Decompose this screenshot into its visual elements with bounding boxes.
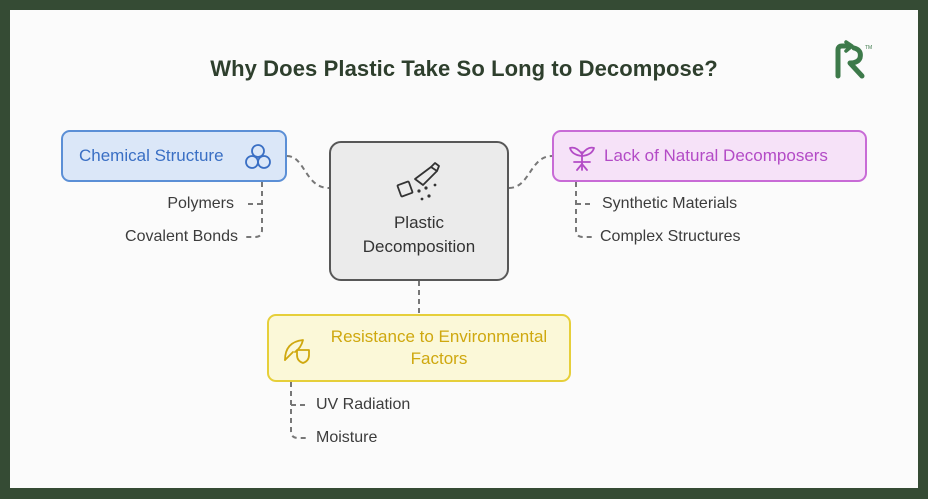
- chemical-structure-box: Chemical Structure: [61, 130, 287, 182]
- bracket-decomposers: [575, 182, 592, 238]
- shield-leaf-icon: [283, 336, 311, 369]
- resistance-item-uv-radiation: UV Radiation: [316, 396, 411, 413]
- environmental-resistance-box: Resistance to Environmental Factors: [267, 314, 571, 382]
- bracket-chemical: [244, 182, 263, 238]
- decomposers-item-synthetic-materials: Synthetic Materials: [602, 195, 738, 212]
- resistance-label-line1: Resistance to Environmental: [330, 327, 548, 346]
- resistance-item-moisture: Moisture: [316, 429, 378, 446]
- natural-decomposers-box: Lack of Natural Decomposers: [552, 130, 867, 182]
- decomposers-item-complex-structures: Complex Structures: [600, 228, 741, 245]
- molecule-circles-icon: [243, 143, 273, 176]
- connector-chemical: [286, 155, 330, 189]
- page-title: Why Does Plastic Take So Long to Decompo…: [210, 56, 718, 81]
- sprout-icon: [568, 142, 596, 177]
- plastic-decomposition-box: Plastic Decomposition: [329, 141, 509, 281]
- bracket-resistance: [290, 382, 308, 439]
- svg-text:TM: TM: [865, 45, 872, 51]
- natural-decomposers-label: Lack of Natural Decomposers: [604, 146, 828, 165]
- brand-r-logo-icon: TM: [832, 40, 872, 80]
- resistance-label-line2: Factors: [410, 349, 468, 368]
- center-label-line2: Decomposition: [362, 237, 476, 256]
- center-label-line1: Plastic: [393, 213, 445, 232]
- connector-decomposers: [508, 155, 553, 189]
- chemical-item-covalent-bonds: Covalent Bonds: [125, 228, 238, 245]
- chemical-item-polymers: Polymers: [167, 195, 234, 212]
- plastic-pieces-icon: [393, 161, 445, 210]
- chemical-structure-label: Chemical Structure: [79, 146, 224, 165]
